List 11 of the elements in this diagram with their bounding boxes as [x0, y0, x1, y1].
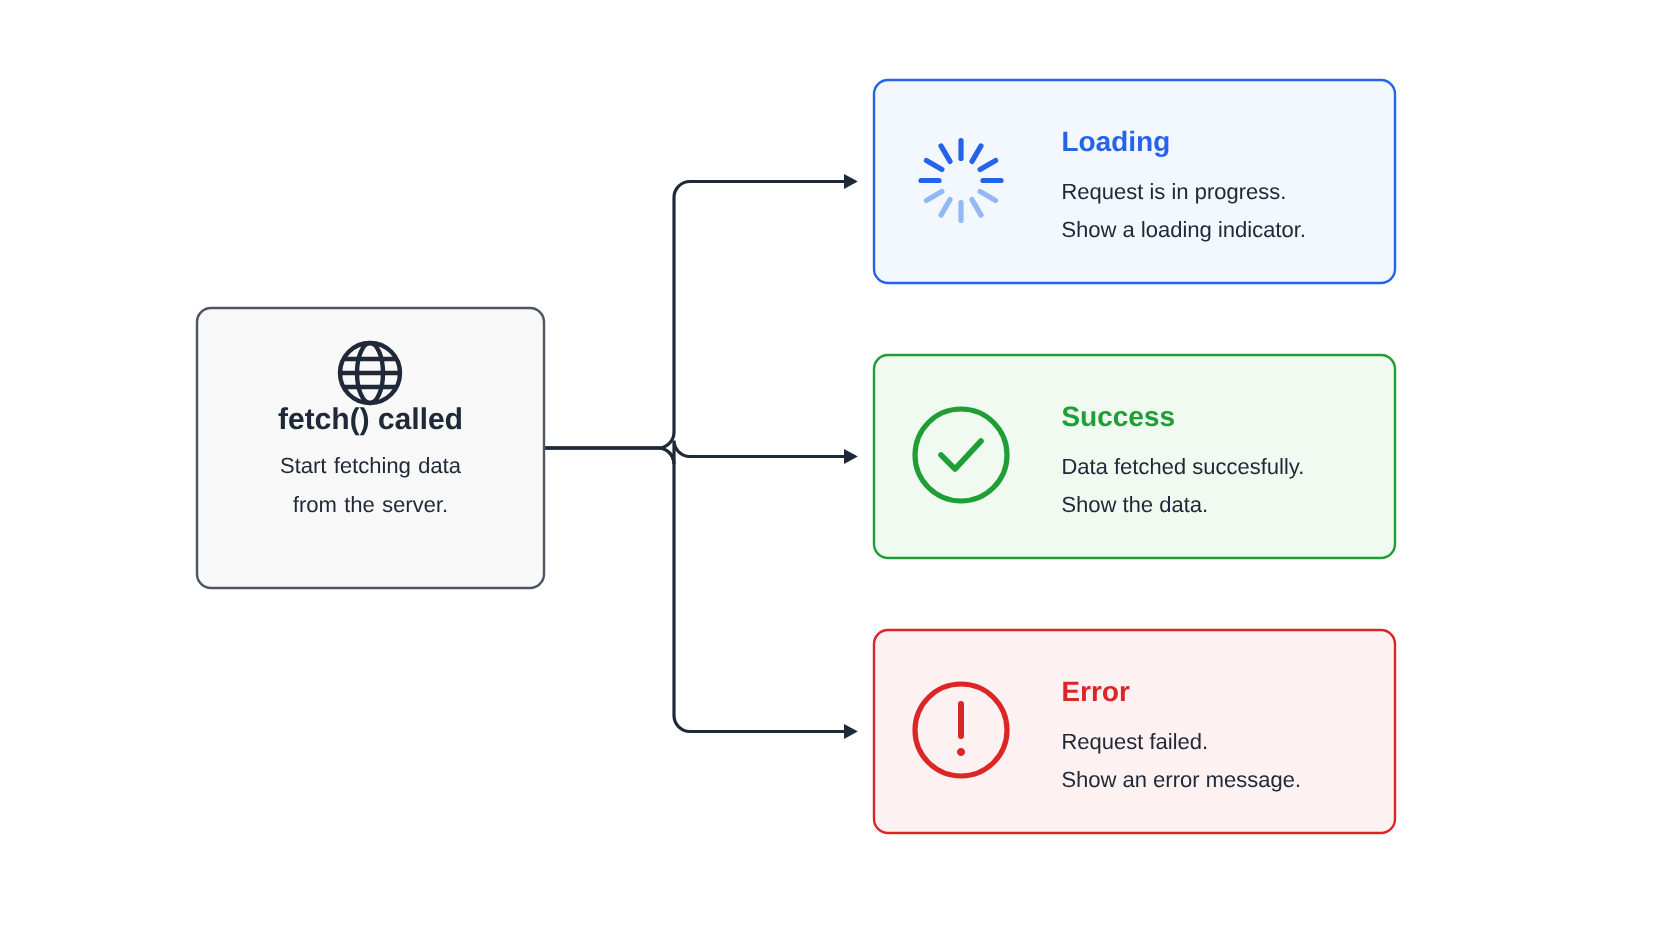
state-title: Success [1062, 406, 1174, 427]
state-description: Show a loading indicator. [1062, 221, 1304, 242]
state-title: Loading [1063, 130, 1169, 157]
state-title: Error [1063, 681, 1130, 702]
box-title: fetch() called [278, 407, 461, 436]
state-description: Request is in progress. [1063, 183, 1285, 204]
state-description: Show an error message. [1062, 771, 1299, 792]
state-description: Show the data. [1062, 496, 1207, 513]
box-description: Start fetching data from the server. [281, 457, 461, 513]
state-description: Request failed. [1063, 733, 1207, 754]
state-description: Data fetched succesfully. [1063, 458, 1303, 479]
